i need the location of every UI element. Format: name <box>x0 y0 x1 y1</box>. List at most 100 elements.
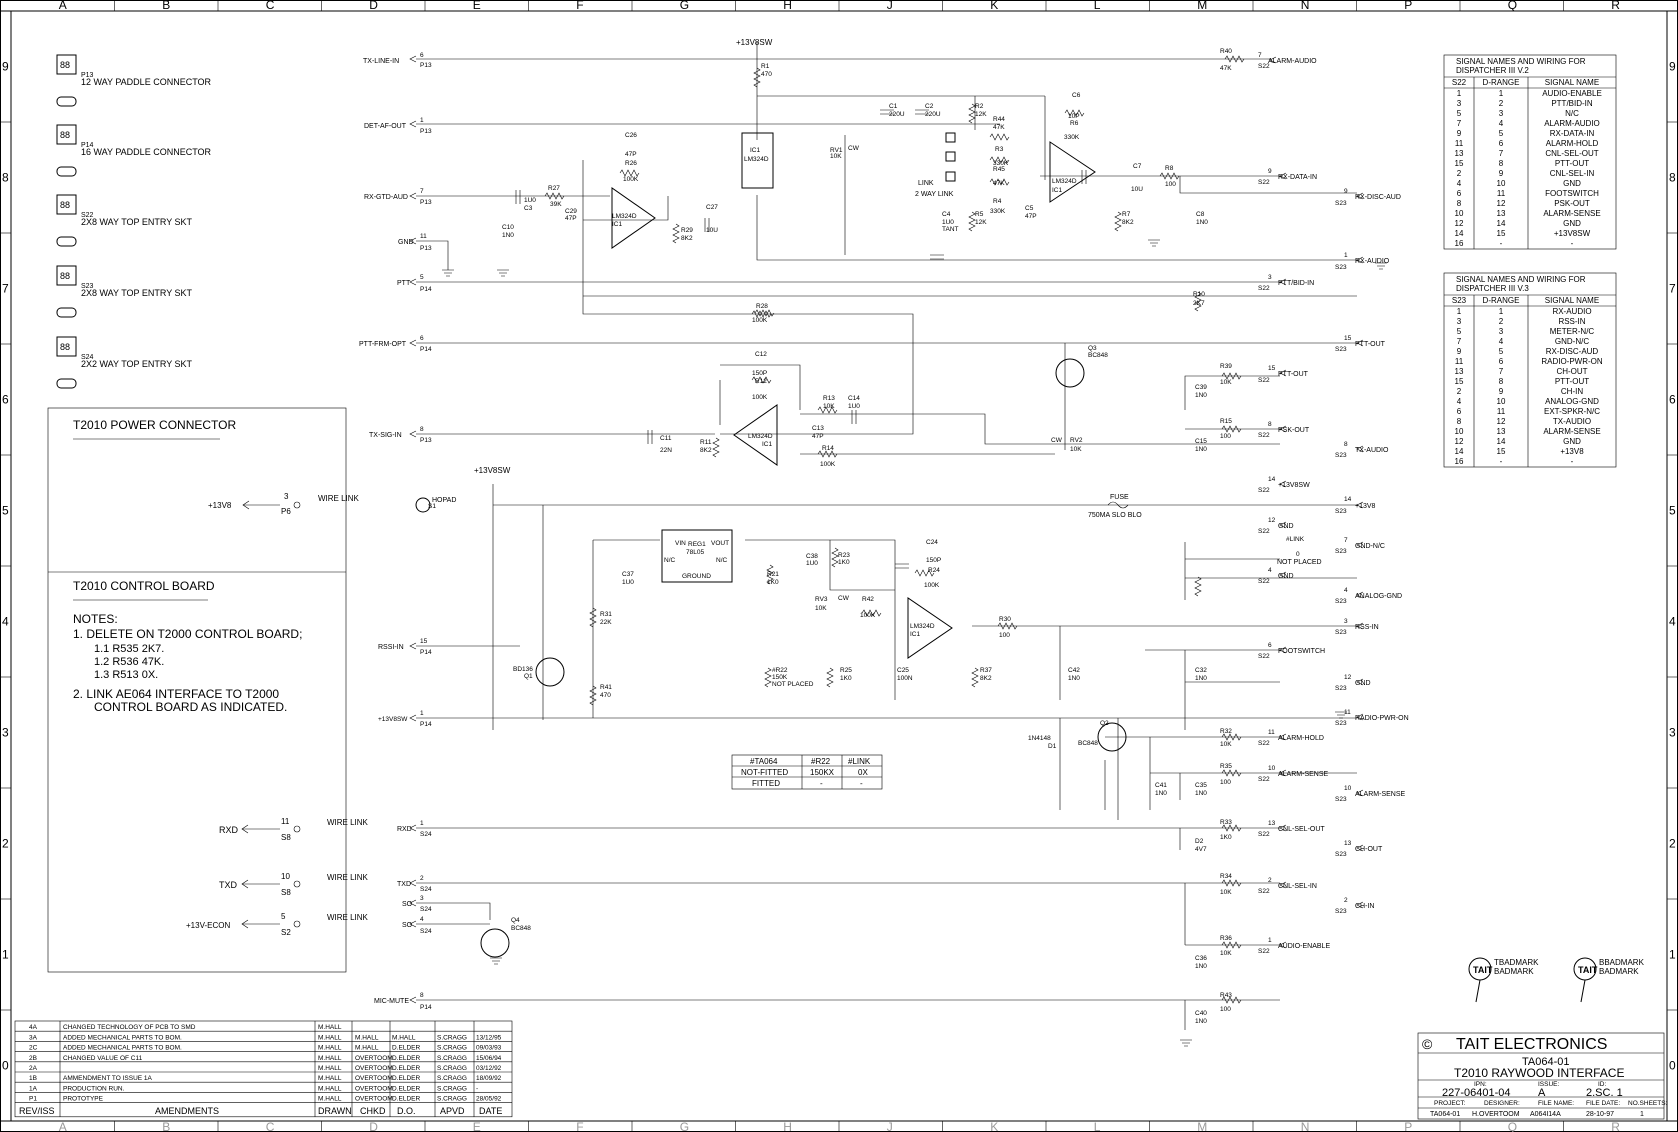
svg-text:C11: C11 <box>660 435 672 442</box>
svg-text:N/C: N/C <box>664 557 676 564</box>
svg-text:#TA064: #TA064 <box>750 757 778 766</box>
table-cell: 5 <box>1457 109 1462 118</box>
svg-text:S22: S22 <box>1258 776 1270 783</box>
amendment-cell: D.ELDER <box>392 1045 420 1052</box>
table-cell: ANALOG-GND <box>1545 397 1599 406</box>
svg-text:LM324D: LM324D <box>612 213 637 220</box>
svg-text:8: 8 <box>1268 421 1272 428</box>
svg-text:10K: 10K <box>1070 446 1082 453</box>
table-cell: RSS-IN <box>1558 317 1585 326</box>
svg-text:RSSI-IN: RSSI-IN <box>378 644 404 651</box>
amendment-cell: 03/12/92 <box>476 1065 502 1072</box>
svg-text:1N0: 1N0 <box>1195 392 1207 399</box>
table-cell: ALARM-SENSE <box>1543 427 1600 436</box>
svg-text:C38: C38 <box>806 553 818 560</box>
table-cell: TX-AUDIO <box>1553 417 1591 426</box>
amendment-cell: ADDED MECHANICAL PARTS TO BOM. <box>63 1034 182 1041</box>
table-cell: 1 <box>1457 89 1462 98</box>
svg-text:12K: 12K <box>975 111 987 118</box>
column-label: F <box>576 0 583 12</box>
row-label: 7 <box>1669 282 1676 296</box>
svg-text:DESIGNER:: DESIGNER: <box>1484 1100 1520 1107</box>
svg-text:S22: S22 <box>1258 831 1270 838</box>
column-label: C <box>266 0 275 12</box>
svg-text:P13: P13 <box>420 437 432 444</box>
column-label: N <box>1301 1120 1310 1132</box>
svg-text:CONTROL BOARD AS INDICATED.: CONTROL BOARD AS INDICATED. <box>94 700 287 714</box>
connector-s23: 88 S23 2X8 WAY TOP ENTRY SKT <box>56 265 193 318</box>
svg-text:S23: S23 <box>1335 346 1347 353</box>
svg-text:R39: R39 <box>1220 363 1232 370</box>
svg-text:100: 100 <box>1220 433 1231 440</box>
amendment-cell: D.ELDER <box>392 1075 420 1082</box>
column-label: E <box>473 0 481 12</box>
svg-text:10: 10 <box>1344 785 1352 792</box>
svg-text:#R22: #R22 <box>811 757 831 766</box>
svg-text:1U0: 1U0 <box>622 579 634 586</box>
table-cell: 3 <box>1457 317 1462 326</box>
table-cell: AUDIO-ENABLE <box>1542 89 1602 98</box>
svg-text:IC1: IC1 <box>762 441 773 448</box>
column-label: P <box>1404 1120 1412 1132</box>
column-label: H <box>783 1120 792 1132</box>
svg-text:IC1: IC1 <box>612 221 623 228</box>
svg-text:C2: C2 <box>925 103 934 110</box>
svg-text:1: 1 <box>1640 1111 1644 1118</box>
svg-text:WIRE LINK: WIRE LINK <box>318 494 360 503</box>
table-cell: 14 <box>1497 437 1506 446</box>
svg-text:GND: GND <box>1278 523 1294 530</box>
amendment-cell: 2B <box>29 1055 37 1062</box>
table-header: S22 <box>1452 78 1467 87</box>
column-label: D <box>369 0 378 12</box>
amendment-cell: 4A <box>29 1024 38 1031</box>
svg-text:10U: 10U <box>706 227 718 234</box>
svg-text:TAIT: TAIT <box>1578 965 1598 975</box>
svg-text:8K2: 8K2 <box>681 235 693 242</box>
svg-text:1N0: 1N0 <box>1195 790 1207 797</box>
svg-text:100K: 100K <box>752 317 768 324</box>
table-cell: 7 <box>1457 119 1462 128</box>
svg-text:RXD: RXD <box>397 826 412 833</box>
svg-text:10K: 10K <box>823 403 835 410</box>
amendment-cell: S.CRAGG <box>437 1085 467 1092</box>
amendment-cell: S.CRAGG <box>437 1045 467 1052</box>
table-cell: PTT-OUT <box>1555 159 1589 168</box>
svg-text:LM324D: LM324D <box>744 156 769 163</box>
q4-transistor <box>480 928 510 958</box>
svg-text:PTT-OUT: PTT-OUT <box>1278 371 1309 378</box>
svg-text:S2: S2 <box>281 928 291 937</box>
connector-desc: 2X8 WAY TOP ENTRY SKT <box>81 217 193 227</box>
svg-text:5: 5 <box>420 274 424 281</box>
table-cell: 12 <box>1497 417 1506 426</box>
table-cell: 11 <box>1497 189 1506 198</box>
svg-text:TA064-01: TA064-01 <box>1430 1111 1460 1118</box>
svg-text:15: 15 <box>1344 335 1352 342</box>
table-cell: N/C <box>1565 109 1579 118</box>
svg-text:47P: 47P <box>625 151 637 158</box>
svg-text:C6: C6 <box>1072 92 1081 99</box>
table-cell: 9 <box>1499 387 1504 396</box>
svg-text:12K: 12K <box>975 219 987 226</box>
amendment-cell: M.HALL <box>318 1055 342 1062</box>
svg-text:100K: 100K <box>752 394 768 401</box>
svg-text:P14: P14 <box>420 346 432 353</box>
svg-text:R15: R15 <box>1220 418 1232 425</box>
svg-text:P13: P13 <box>420 199 432 206</box>
svg-text:+13V-ECON: +13V-ECON <box>186 921 230 930</box>
amendment-cell: AMMENDMENT TO ISSUE 1A <box>63 1075 153 1082</box>
svg-text:3: 3 <box>1268 274 1272 281</box>
svg-text:9: 9 <box>1344 188 1348 195</box>
svg-text:1K0: 1K0 <box>840 675 852 682</box>
table-cell: 13 <box>1455 149 1464 158</box>
svg-text:R21: R21 <box>767 571 779 578</box>
svg-text:S1: S1 <box>428 503 436 510</box>
svg-text:TX-AUDIO: TX-AUDIO <box>1355 447 1389 454</box>
